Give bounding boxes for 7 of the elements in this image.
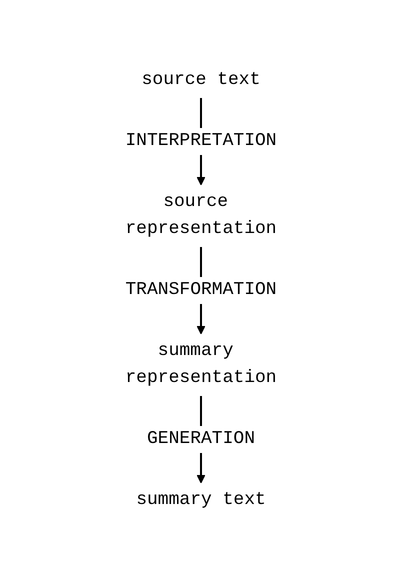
node-text: summary representation bbox=[125, 341, 277, 388]
edge-label: INTERPRETATION bbox=[125, 131, 277, 151]
node-text: source text bbox=[142, 70, 260, 90]
node-text: source representation bbox=[125, 192, 277, 239]
edge-label: GENERATION bbox=[146, 429, 256, 449]
node-text: summary text bbox=[136, 490, 266, 510]
edge-label: TRANSFORMATION bbox=[125, 280, 277, 300]
